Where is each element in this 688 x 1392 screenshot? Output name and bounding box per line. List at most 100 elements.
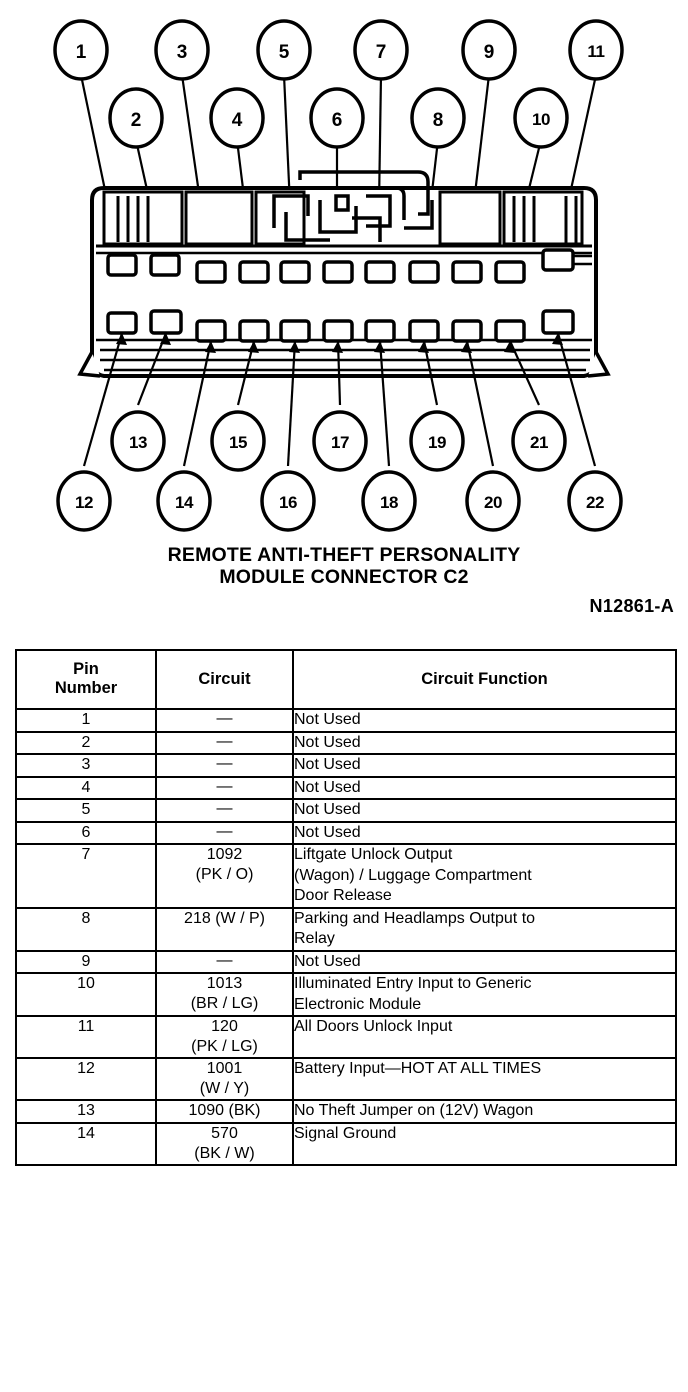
callout-14[interactable]: 14 bbox=[156, 470, 212, 532]
column-header-circuit-function: Circuit Function bbox=[292, 649, 677, 710]
callout-label-15: 15 bbox=[229, 433, 247, 452]
callout-6[interactable]: 6 bbox=[309, 87, 365, 149]
leader-14 bbox=[182, 340, 213, 467]
callout-20[interactable]: 20 bbox=[465, 470, 521, 532]
arrowhead-15 bbox=[248, 341, 259, 353]
leader-18 bbox=[378, 340, 391, 467]
pin-cavity-15 bbox=[238, 319, 270, 343]
callout-circle-3 bbox=[154, 19, 210, 81]
callout-label-7: 7 bbox=[376, 42, 387, 63]
pin-cavity-22 bbox=[541, 309, 575, 335]
pin-cavity-10 bbox=[494, 260, 526, 284]
table-row: 5—Not Used bbox=[15, 798, 677, 823]
caption-line-1: REMOTE ANTI-THEFT PERSONALITY bbox=[167, 544, 521, 566]
callout-8[interactable]: 8 bbox=[410, 87, 466, 149]
callout-22[interactable]: 22 bbox=[567, 470, 623, 532]
callout-label-1: 1 bbox=[76, 42, 87, 63]
cell-circuit: — bbox=[155, 753, 294, 778]
table-row: 3—Not Used bbox=[15, 753, 677, 778]
pin-cavity-13 bbox=[149, 309, 183, 335]
cell-circuit-function: Battery Input—HOT AT ALL TIMES bbox=[292, 1057, 677, 1101]
callout-circle-20 bbox=[465, 470, 521, 532]
callout-label-6: 6 bbox=[332, 110, 343, 131]
callout-18[interactable]: 18 bbox=[361, 470, 417, 532]
callout-7[interactable]: 7 bbox=[353, 19, 409, 81]
callout-circle-22 bbox=[567, 470, 623, 532]
cell-circuit-function: Not Used bbox=[292, 798, 677, 823]
arrowhead-17 bbox=[332, 341, 343, 353]
cell-circuit-function: Liftgate Unlock Output (Wagon) / Luggage… bbox=[292, 843, 677, 909]
callout-label-21: 21 bbox=[530, 433, 548, 452]
cell-circuit-function: Not Used bbox=[292, 730, 677, 755]
callout-bubbles-bottom: 13 15 17 19 21 12 bbox=[56, 410, 623, 532]
arrowhead-18 bbox=[374, 341, 385, 353]
callout-label-18: 18 bbox=[380, 493, 398, 512]
cell-pin-number: 4 bbox=[15, 775, 157, 800]
callout-19[interactable]: 19 bbox=[409, 410, 465, 472]
callout-5[interactable]: 5 bbox=[256, 19, 312, 81]
callout-circle-14 bbox=[156, 470, 212, 532]
cell-pin-number: 12 bbox=[15, 1057, 157, 1101]
cell-circuit-function: Parking and Headlamps Output to Relay bbox=[292, 906, 677, 952]
rib-block-left-3 bbox=[254, 190, 306, 246]
callout-2[interactable]: 2 bbox=[108, 87, 164, 149]
callout-16[interactable]: 16 bbox=[260, 470, 316, 532]
callout-label-20: 20 bbox=[484, 493, 502, 512]
cell-pin-number: 10 bbox=[15, 972, 157, 1017]
cell-circuit: — bbox=[155, 730, 294, 755]
leader-22 bbox=[556, 332, 597, 467]
callout-4[interactable]: 4 bbox=[209, 87, 265, 149]
rib-block-right-1 bbox=[438, 190, 502, 246]
caption-line-2: MODULE CONNECTOR C2 bbox=[219, 566, 469, 588]
callout-circle-7 bbox=[353, 19, 409, 81]
callout-13[interactable]: 13 bbox=[110, 410, 166, 472]
callout-circle-18 bbox=[361, 470, 417, 532]
callout-10[interactable]: 10 bbox=[513, 87, 569, 149]
cell-circuit: 570 (BK / W) bbox=[155, 1121, 294, 1166]
cell-circuit-function: All Doors Unlock Input bbox=[292, 1015, 677, 1059]
callout-3[interactable]: 3 bbox=[154, 19, 210, 81]
callout-11[interactable]: 11 bbox=[568, 19, 624, 81]
figure-part-number: N12861-A bbox=[589, 596, 674, 616]
cell-circuit-function: Signal Ground bbox=[292, 1121, 677, 1166]
cell-pin-number: 2 bbox=[15, 730, 157, 755]
leader-20 bbox=[465, 340, 495, 467]
cell-pin-number: 7 bbox=[15, 843, 157, 909]
pin-cavity-1 bbox=[106, 253, 138, 277]
callout-label-8: 8 bbox=[433, 110, 444, 131]
callout-label-9: 9 bbox=[484, 42, 495, 63]
callout-circle-11 bbox=[568, 19, 624, 81]
pin-cavity-9 bbox=[451, 260, 483, 284]
callout-circle-16 bbox=[260, 470, 316, 532]
cell-circuit: 218 (W / P) bbox=[155, 906, 294, 952]
column-header-pin-number: Pin Number bbox=[15, 649, 157, 710]
table-row: 9—Not Used bbox=[15, 949, 677, 974]
callout-17[interactable]: 17 bbox=[312, 410, 368, 472]
diagram-caption: REMOTE ANTI-THEFT PERSONALITY MODULE CON… bbox=[0, 544, 688, 588]
leader-21 bbox=[508, 340, 541, 406]
cell-circuit: 120 (PK / LG) bbox=[155, 1015, 294, 1059]
cell-circuit-function: Illuminated Entry Input to Generic Elect… bbox=[292, 972, 677, 1017]
callout-circle-1 bbox=[53, 19, 109, 81]
cell-pin-number: 1 bbox=[15, 708, 157, 733]
callout-15[interactable]: 15 bbox=[210, 410, 266, 472]
callout-12[interactable]: 12 bbox=[56, 470, 112, 532]
connector-foot-left bbox=[77, 351, 101, 378]
callout-9[interactable]: 9 bbox=[461, 19, 517, 81]
callout-21[interactable]: 21 bbox=[511, 410, 567, 472]
callout-1[interactable]: 1 bbox=[53, 19, 109, 81]
callout-circle-4 bbox=[209, 87, 265, 149]
callout-label-10: 10 bbox=[532, 110, 550, 129]
cell-pin-number: 11 bbox=[15, 1015, 157, 1059]
leader-16 bbox=[286, 340, 297, 467]
cell-circuit-function: Not Used bbox=[292, 708, 677, 733]
arrowhead-21 bbox=[504, 341, 515, 353]
table-row: 6—Not Used bbox=[15, 820, 677, 845]
cell-circuit: — bbox=[155, 708, 294, 733]
callout-label-19: 19 bbox=[428, 433, 446, 452]
callout-label-11: 11 bbox=[587, 42, 604, 61]
rib-block-right-3 bbox=[564, 196, 578, 244]
cell-circuit: — bbox=[155, 775, 294, 800]
